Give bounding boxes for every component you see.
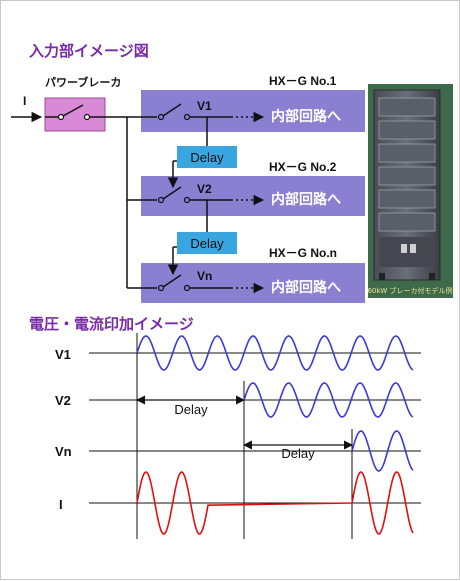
- unit-block-n: Vn 内部回路へ: [141, 263, 365, 303]
- voltage-wave-vn: [351, 430, 414, 472]
- delay-box-2: [177, 232, 237, 254]
- unit-name-2: HX－G No.2: [269, 160, 337, 174]
- breaker-label: パワーブレーカ: [45, 75, 121, 89]
- photo-caption: 60kW ブレーカ付モデル例: [367, 286, 452, 295]
- delay-chain: Delay Delay: [167, 117, 237, 276]
- power-breaker-box: [44, 97, 106, 132]
- voltage-wave-v2: [243, 382, 414, 418]
- current-wave-i: [136, 471, 414, 535]
- unit-dest-1: 内部回路へ: [271, 108, 341, 125]
- delay-box-1-label: Delay: [190, 150, 224, 165]
- input-current-label: I: [23, 94, 26, 108]
- wave-label-i: I: [59, 497, 63, 512]
- waveform-baselines: [89, 352, 421, 504]
- delay-arrow-1-label: Delay: [174, 402, 208, 417]
- waveform-section-title: 電圧・電流印加イメージ: [29, 315, 194, 333]
- voltage-wave-v1: [136, 335, 414, 371]
- input-section-title: 入力部イメージ図: [29, 42, 149, 60]
- delay-arrow-2-label: Delay: [281, 446, 315, 461]
- unit-voltage-1: V1: [197, 99, 212, 113]
- unit-box-2: [141, 176, 365, 216]
- unit-name-1: HX－G No.1: [269, 74, 337, 88]
- wave-label-v2: V2: [55, 393, 71, 408]
- unit-block-2: V2 内部回路へ: [141, 176, 365, 216]
- wave-label-v1: V1: [55, 347, 71, 362]
- bus-wiring: [105, 116, 141, 289]
- unit-voltage-n: Vn: [197, 269, 212, 283]
- unit-voltage-2: V2: [197, 182, 212, 196]
- delay-box-1: [177, 146, 237, 168]
- breaker-switch-icon: [45, 104, 105, 121]
- unit-dest-2: 内部回路へ: [271, 191, 341, 208]
- delay-box-2-label: Delay: [190, 236, 224, 251]
- unit-box-1: [141, 90, 365, 132]
- unit-dest-n: 内部回路へ: [271, 279, 341, 296]
- unit-box-n: [141, 263, 365, 303]
- equipment-photo: 60kW ブレーカ付モデル例: [367, 84, 453, 298]
- unit-block-1: V1 内部回路へ: [141, 90, 365, 132]
- wave-label-vn: Vn: [55, 444, 72, 459]
- unit-name-n: HX－G No.n: [269, 246, 337, 260]
